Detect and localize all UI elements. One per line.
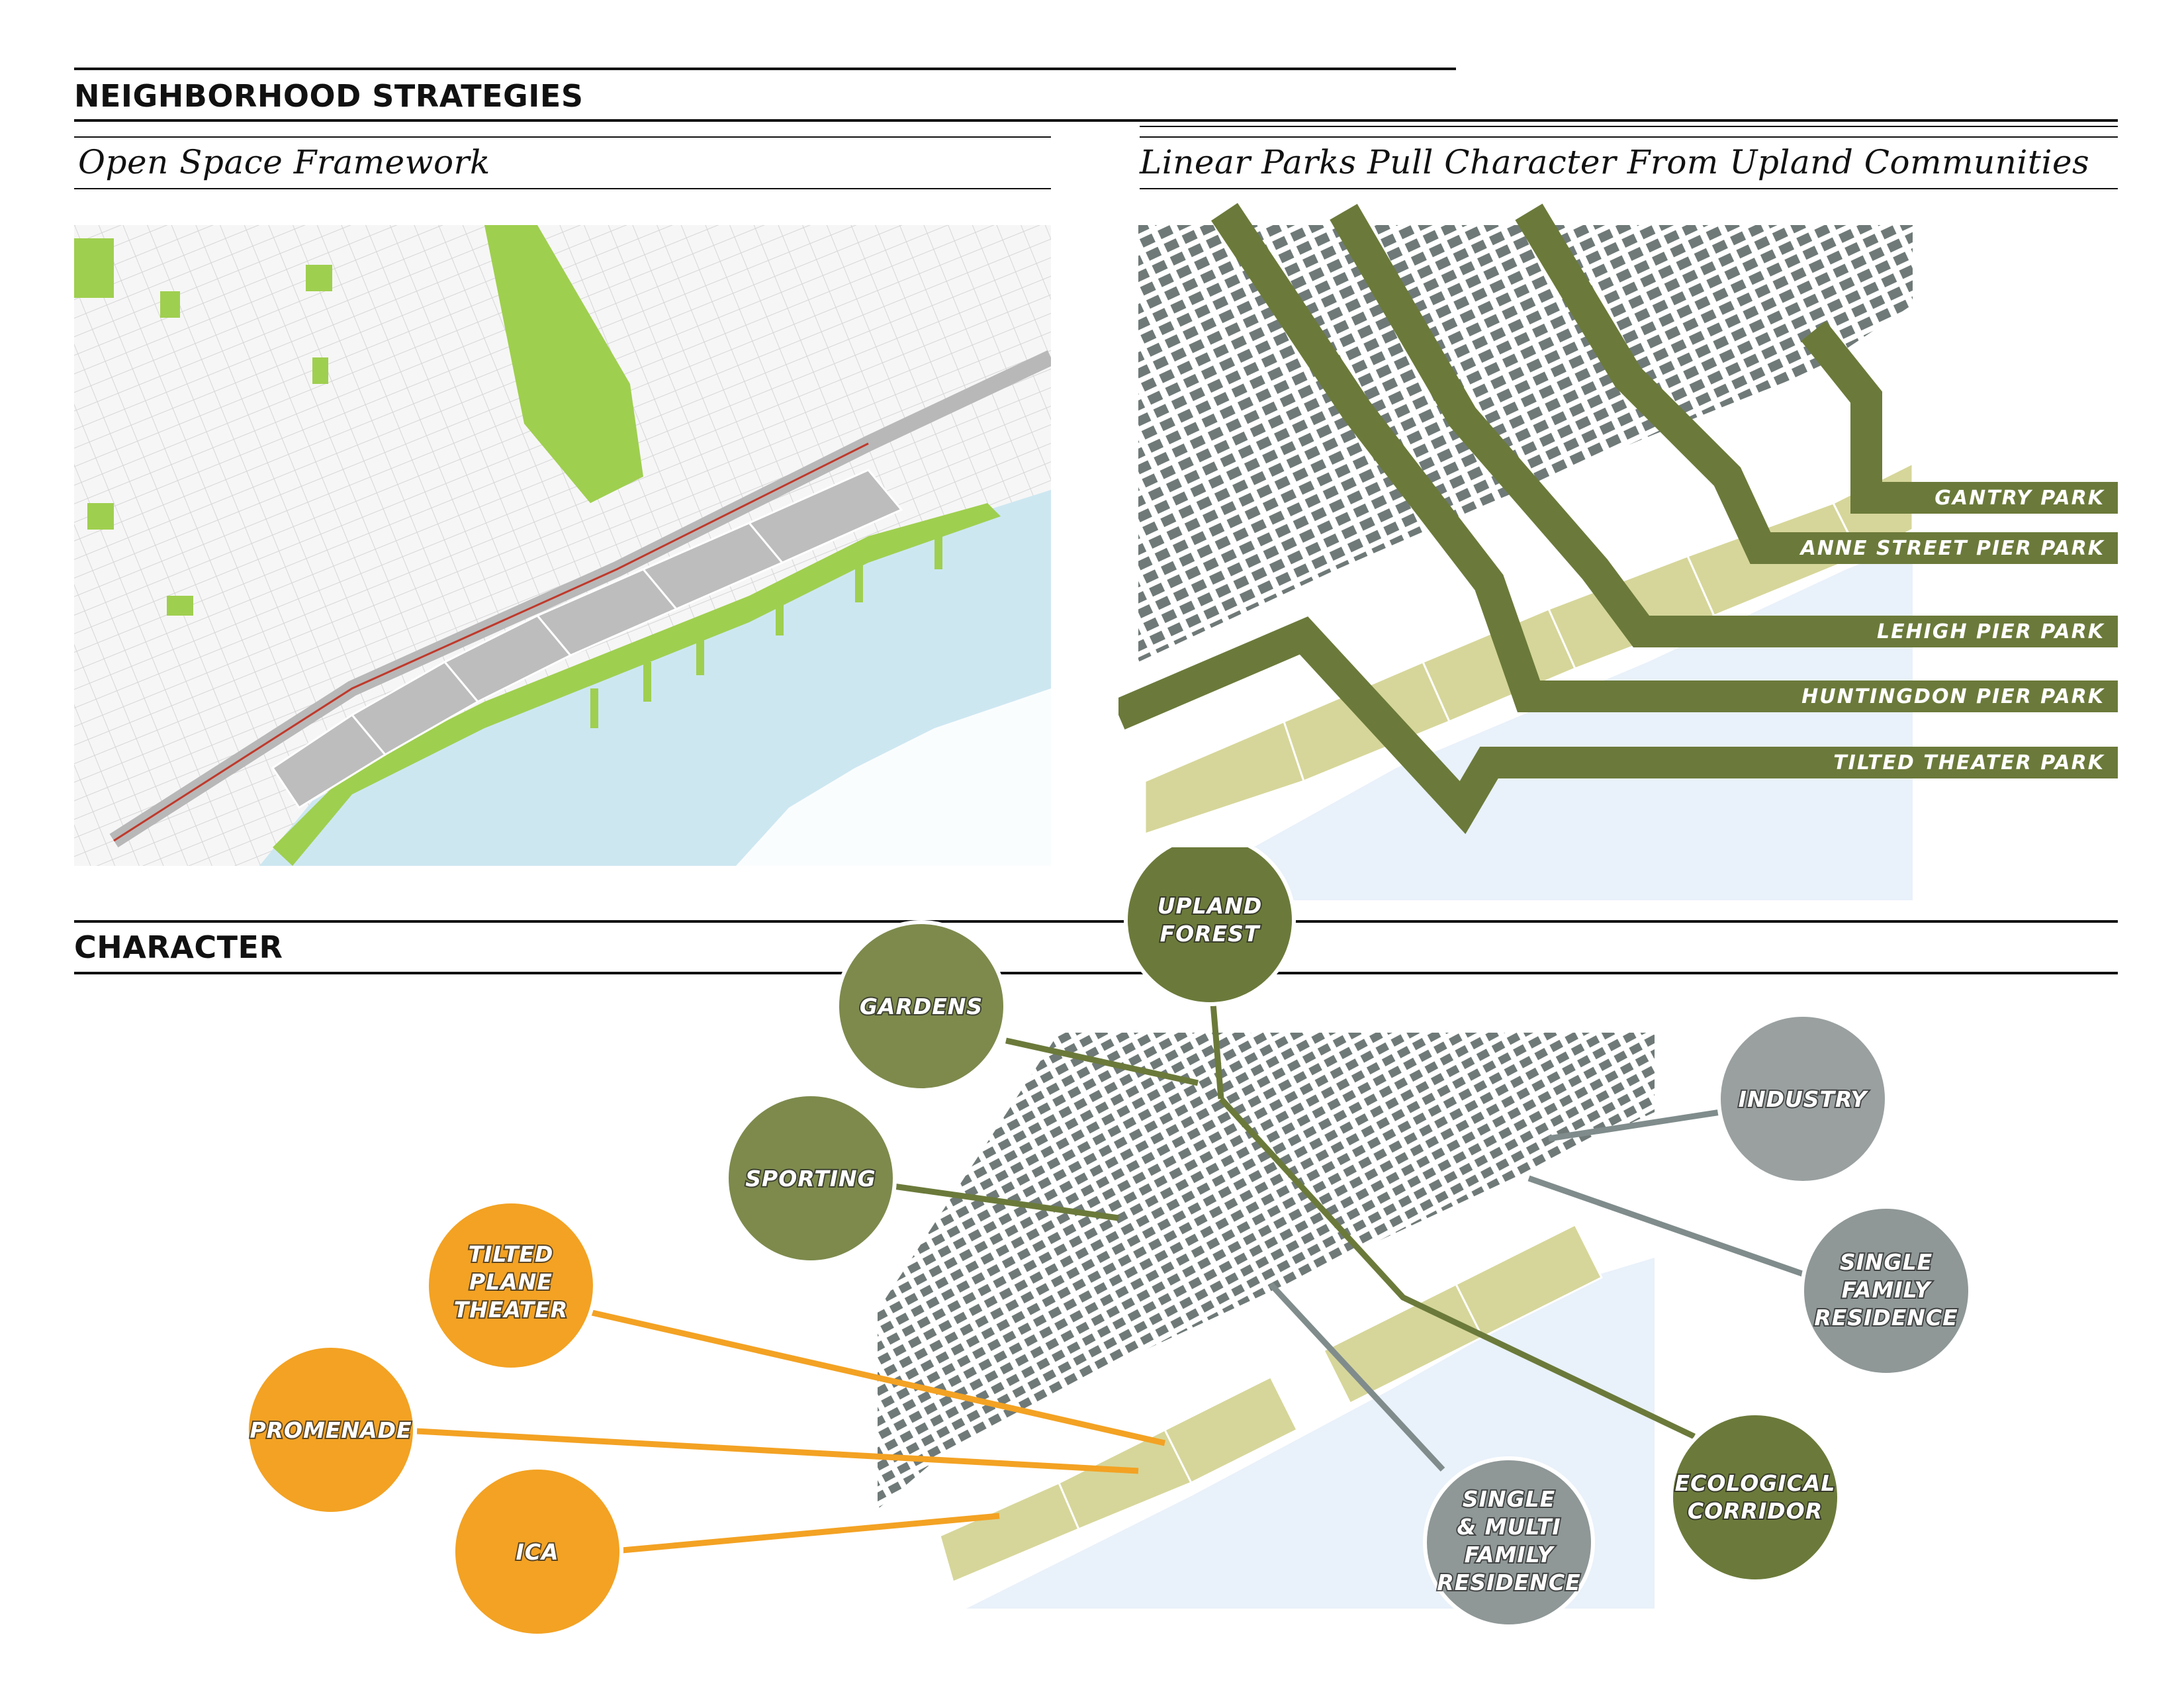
character-upland [878, 1033, 1655, 1609]
connectors [416, 979, 1815, 1554]
circle-industry: INDUSTRY [1717, 1013, 1889, 1185]
park-label-huntingdon: HUNTINGDON PIER PARK [1801, 685, 2105, 708]
park-label-lehigh: LEHIGH PIER PARK [1877, 620, 2105, 643]
rail-red-line [113, 442, 869, 842]
green-park [87, 503, 114, 530]
green-park [167, 596, 193, 616]
green-corridor [484, 225, 643, 503]
single-multi-line-3: FAMILY [1465, 1542, 1555, 1568]
development-blocks [271, 469, 903, 810]
strategies-rule-thin [1140, 126, 2118, 127]
single-multi-line-4: RESIDENCE [1437, 1570, 1580, 1595]
strategies-rule [74, 119, 2118, 122]
single-multi-line-2: & MULTI [1457, 1514, 1561, 1540]
circle-sporting: SPORTING [725, 1092, 897, 1264]
circle-tilted-plane-theater: TILTED PLANE THEATER [425, 1199, 597, 1372]
park-label-anne-street: ANNE STREET PIER PARK [1799, 537, 2105, 560]
circle-promenade: PROMENADE [245, 1344, 417, 1516]
ecological-line-1: ECOLOGICAL [1675, 1470, 1836, 1496]
tilted-line-1: TILTED [469, 1241, 554, 1267]
connector-ica [621, 1513, 1000, 1554]
sporting-line-1: SPORTING [745, 1166, 876, 1192]
lehigh-band [1330, 203, 2118, 647]
character-rule-bottom [74, 972, 2118, 974]
open-space-rule-top [74, 136, 1051, 138]
linear-parks-rule-bottom [1140, 188, 2118, 189]
ica-line-1: ICA [516, 1539, 559, 1565]
open-space-map [74, 225, 1051, 866]
green-park [160, 291, 180, 318]
linear-parks-subtitle: Linear Parks Pull Character From Upland … [1140, 143, 2090, 181]
green-waterfront [273, 503, 1001, 866]
single-family-line-3: RESIDENCE [1814, 1305, 1958, 1331]
single-family-line-2: FAMILY [1842, 1277, 1933, 1303]
green-park [306, 265, 332, 291]
gardens-line-1: GARDENS [860, 994, 983, 1019]
park-label-tilted-theater: TILTED THEATER PARK [1833, 751, 2105, 774]
green-park [74, 238, 114, 298]
river-far-shore [736, 688, 1051, 866]
huntingdon-band [1211, 203, 2118, 712]
section-title-strategies: NEIGHBORHOOD STRATEGIES [74, 78, 584, 114]
circle-gardens: GARDENS [835, 920, 1007, 1092]
tilted-line-2: PLANE [469, 1269, 553, 1295]
connector-single-family [1527, 1175, 1815, 1281]
open-space-subtitle: Open Space Framework [78, 143, 490, 181]
single-multi-line-1: SINGLE [1463, 1486, 1555, 1512]
piers [590, 530, 942, 728]
circle-ica: ICA [451, 1466, 623, 1638]
linear-parks-rule-top [1140, 136, 2118, 138]
character-diagram: UPLAND FOREST GARDENS SPORTING ECOLOGICA… [245, 847, 1972, 1638]
circle-upland-forest: UPLAND FOREST [1124, 847, 1296, 1006]
circle-single-family: SINGLE FAMILY RESIDENCE [1800, 1205, 1972, 1377]
gantry-park-band [1801, 321, 2118, 514]
open-space-rule-bottom [74, 188, 1051, 189]
promenade-line-1: PROMENADE [250, 1417, 412, 1443]
upland-forest-line-1: UPLAND [1158, 893, 1263, 919]
connector-single-multi [1268, 1282, 1445, 1472]
anne-street-band [1515, 203, 2118, 564]
connector-tilted [588, 1309, 1165, 1446]
tilted-line-3: THEATER [454, 1297, 569, 1323]
tilted-theater-band [1118, 616, 2118, 835]
ecological-line-2: CORRIDOR [1688, 1498, 1823, 1524]
character-rule-top [74, 920, 2118, 923]
connector-gardens [1005, 1037, 1199, 1086]
upland-forest-line-2: FOREST [1160, 921, 1261, 947]
upland-buildings [1138, 225, 1913, 662]
linear-parks-map: GANTRY PARK ANNE STREET PIER PARK LEHIGH… [1118, 203, 2118, 900]
section-title-character: CHARACTER [74, 929, 283, 965]
circle-ecological-corridor: ECOLOGICAL CORRIDOR [1669, 1411, 1841, 1583]
park-bands [1118, 203, 2118, 835]
industry-line-1: INDUSTRY [1739, 1086, 1869, 1112]
single-family-line-1: SINGLE [1840, 1249, 1933, 1275]
top-rule [74, 68, 1456, 70]
connector-sporting [893, 1183, 1119, 1221]
circle-single-multi-family: SINGLE & MULTI FAMILY RESIDENCE [1423, 1456, 1595, 1628]
connector-ecological [1218, 1096, 1696, 1440]
park-label-gantry: GANTRY PARK [1934, 487, 2105, 510]
connector-promenade [416, 1428, 1139, 1474]
park-labels: GANTRY PARK ANNE STREET PIER PARK LEHIGH… [1799, 487, 2105, 774]
connector-industry [1548, 1109, 1721, 1142]
green-park [312, 357, 328, 384]
